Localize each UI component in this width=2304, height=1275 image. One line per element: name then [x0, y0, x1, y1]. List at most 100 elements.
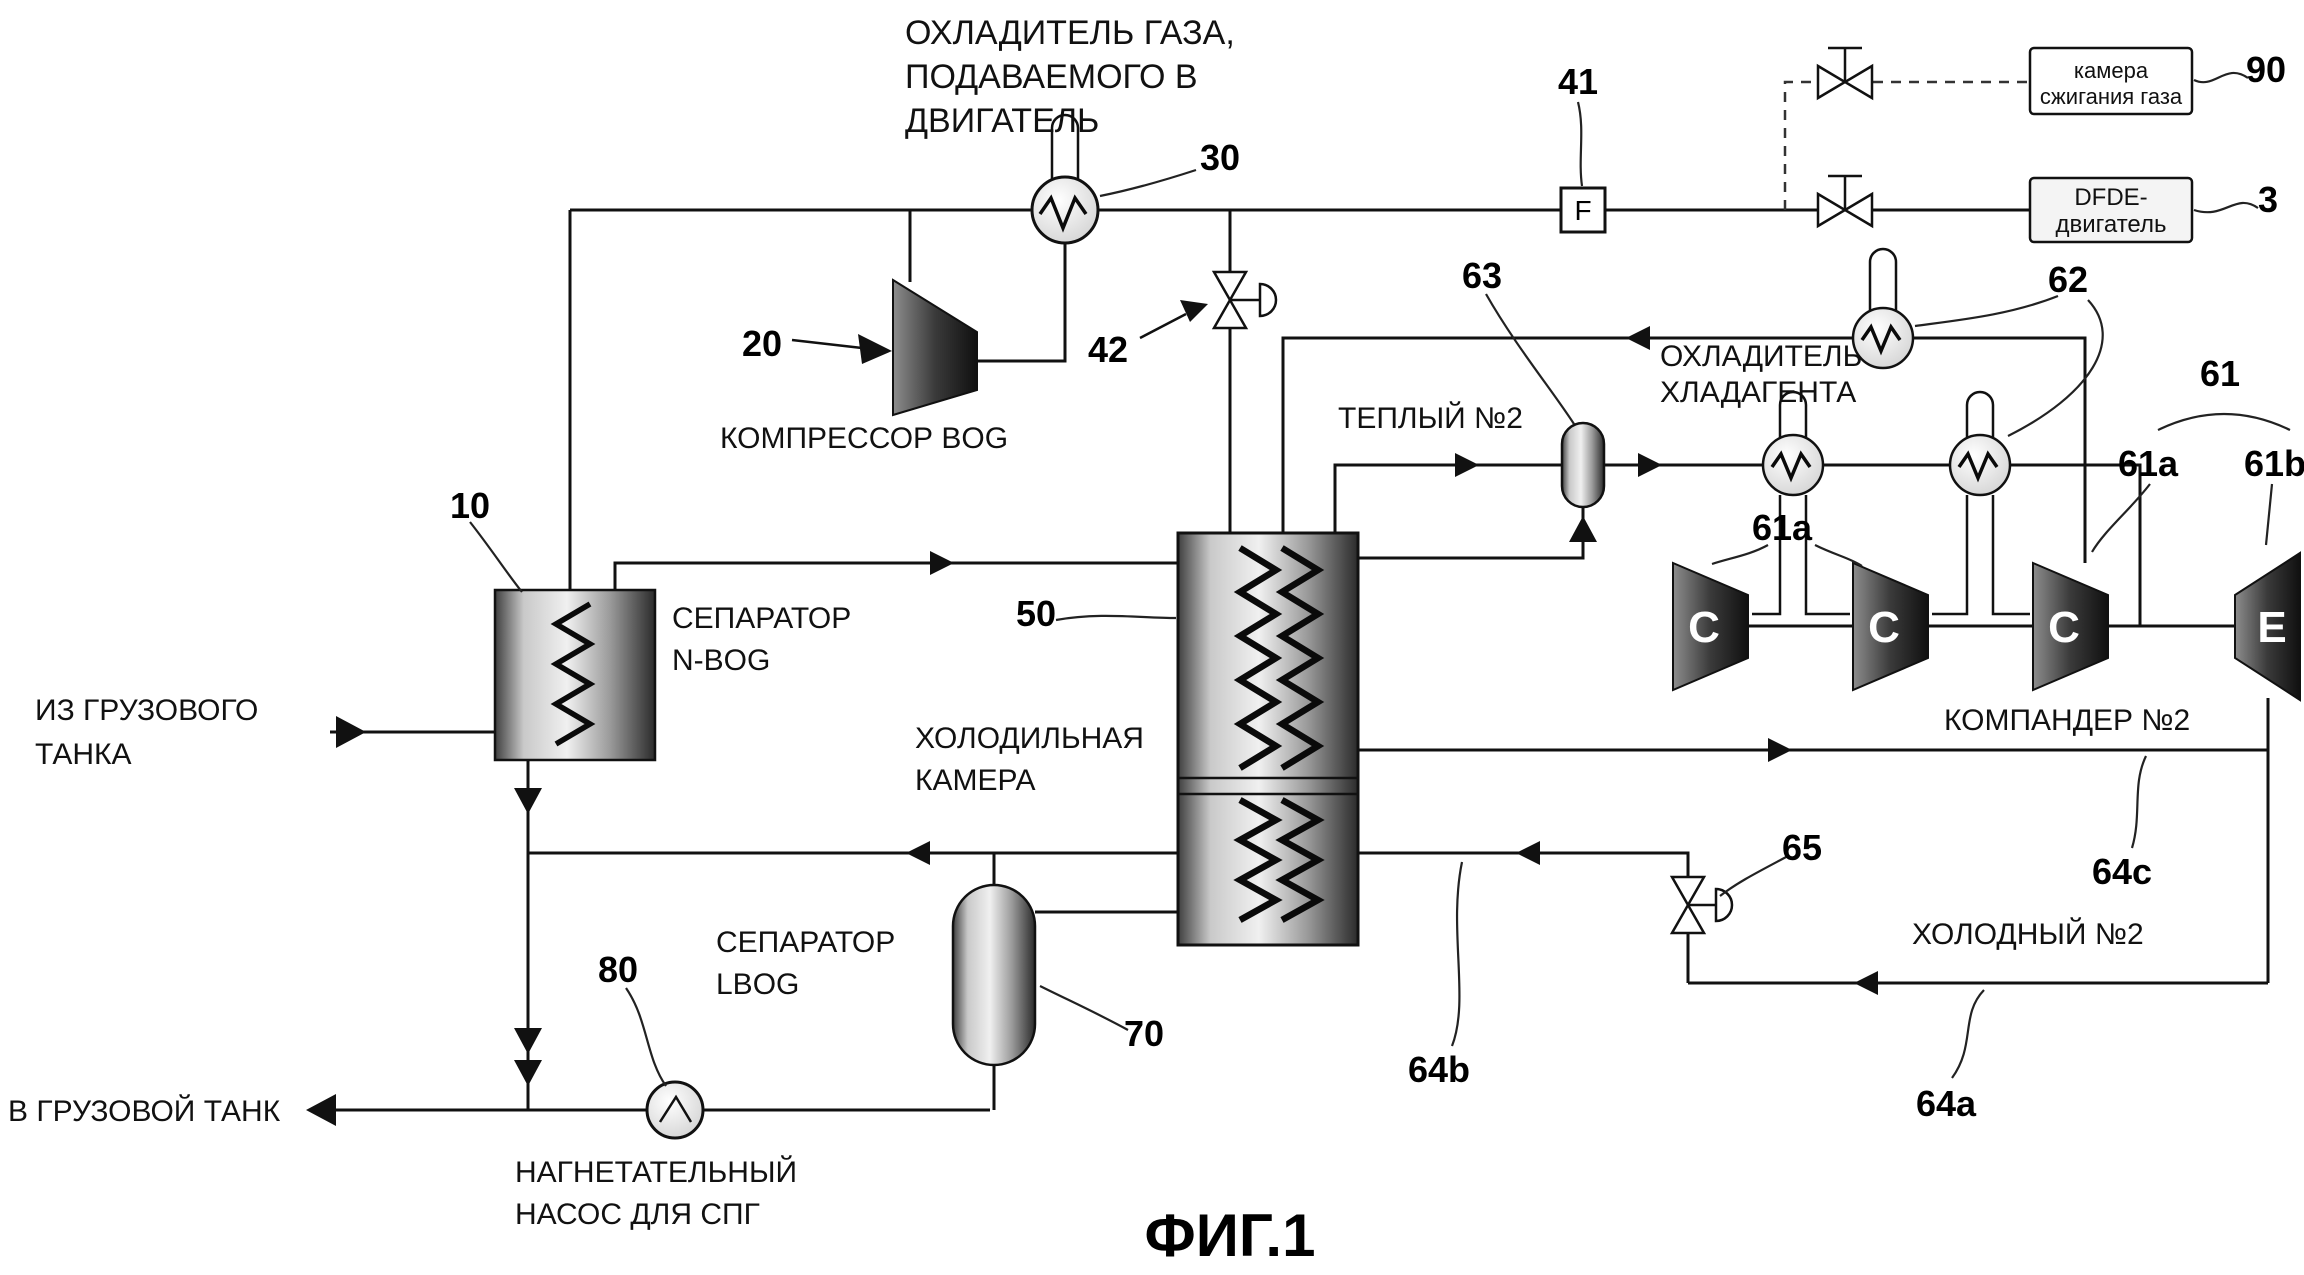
label-gas-cooler-line1: ОХЛАДИТЕЛЬ ГАЗА,: [905, 14, 1235, 52]
leader-42-shaft: [1139, 312, 1187, 340]
leader-50: [1055, 614, 1177, 622]
flow-meter-letter: F: [1574, 195, 1591, 226]
ref-61: 61: [2200, 353, 2240, 394]
valve-main-line: [1816, 174, 1874, 229]
compander-compressor-3: [2032, 561, 2109, 692]
label-lng-pump-line1: НАГНЕТАТЕЛЬНЫЙ: [515, 1155, 797, 1189]
intercooler-a-coil: [1770, 450, 1812, 483]
ref-20: 20: [742, 323, 782, 364]
pipe-gcu-branch-dashed: [1783, 80, 2033, 210]
pipe-warm-no2-line: [1333, 463, 2142, 626]
wheel-letter-e: E: [2257, 603, 2286, 652]
leader-10: [469, 521, 523, 593]
intercooler-a-utube: [1778, 390, 1808, 437]
ref-80: 80: [598, 949, 638, 990]
cold-box-coil-upper-1: [1233, 545, 1283, 771]
valve-gcu-right-wing: [1842, 63, 1874, 101]
label-gas-cooler-line3: ДВИГАТЕЛЬ: [905, 102, 1099, 140]
separator-lbog-vessel: [951, 883, 1037, 1067]
cold-box-coil-upper-2: [1275, 545, 1325, 771]
valve42-bottom-wing: [1211, 297, 1249, 330]
arrow-vessel63-up: [1569, 516, 1597, 542]
leader-64a: [1951, 989, 1985, 1079]
compander-compressor-2: [1852, 561, 1929, 692]
intercooler-b-utube: [1965, 390, 1995, 437]
intercooler-b: [1948, 433, 2012, 497]
leader-62b: [2007, 299, 2104, 437]
leader-65: [1719, 855, 1789, 897]
compander-expander: [2234, 551, 2301, 702]
gas-cooler-30: [1030, 175, 1100, 245]
arrow-refrig-left: [1626, 326, 1650, 350]
valve-gcu-line: [1816, 46, 1874, 101]
arrow-down-3: [514, 1060, 542, 1086]
label-separator-nbog-line1: СЕПАРАТОР: [672, 602, 851, 635]
leader-64c: [2130, 755, 2147, 849]
compander-compressor-1: [1672, 561, 1749, 692]
knockout-vessel-63: [1560, 421, 1606, 509]
control-valve-65: [1669, 875, 1734, 935]
gcu-box-label-line1: камера: [2074, 58, 2149, 83]
label-cold-no2: ХОЛОДНЫЙ №2: [1912, 917, 2144, 951]
leader-63: [1485, 293, 1575, 425]
leader-20-shaft: [791, 338, 863, 350]
arrow-warm-right-1: [1455, 453, 1479, 477]
label-bog-compressor: КОМПРЕССОР BOG: [720, 422, 1008, 455]
intercooler-b-coil: [1957, 450, 1999, 483]
cooler30-utube: [1050, 113, 1080, 180]
leader-3: [2193, 201, 2259, 214]
label-refrigerant-cooler-line1: ОХЛАДИТЕЛЬ: [1660, 340, 1862, 373]
leader-62a: [1914, 294, 2059, 328]
bog-compressor: [892, 278, 978, 417]
separator-nbog-coil: [550, 601, 596, 747]
leader-41: [1576, 101, 1584, 187]
ref-3: 3: [2258, 179, 2278, 220]
valve-gcu-stem: [1828, 46, 1862, 82]
dfde-engine-box: [2028, 176, 2194, 244]
ref-70: 70: [1124, 1013, 1164, 1054]
leader-64b: [1450, 861, 1464, 1047]
wheel-letter-c1: C: [1688, 603, 1720, 652]
leader-61a-right: [2091, 483, 2151, 553]
flow-arrows: [306, 326, 1878, 1126]
leader-20-arrowhead: [858, 334, 892, 364]
valve-main-stem: [1828, 174, 1862, 210]
ref-64b: 64b: [1408, 1049, 1470, 1090]
pipe-compressor-discharge: [977, 243, 1067, 363]
arrow-64b-left: [1516, 841, 1540, 865]
arrow-64c-right: [1768, 738, 1792, 762]
ref-64c: 64c: [2092, 851, 2152, 892]
label-warm-no2: ТЕПЛЫЙ №2: [1338, 401, 1523, 435]
arrow-down-2: [514, 1028, 542, 1054]
leader-42-arrowhead: [1180, 300, 1208, 322]
text-labels: ОХЛАДИТЕЛЬ ГАЗА, ПОДАВАЕМОГО В ДВИГАТЕЛЬ…: [8, 14, 2190, 1269]
ref-50: 50: [1016, 593, 1056, 634]
valve-gcu-left-wing: [1816, 63, 1848, 101]
leader-61a-left-2: [1814, 544, 1863, 567]
valve65-actuator-dome: [1714, 887, 1734, 923]
valve-main-left-wing: [1816, 191, 1848, 229]
label-cold-box-line2: КАМЕРА: [915, 764, 1036, 797]
label-separator-nbog-line2: N-BOG: [672, 644, 770, 677]
lng-pump-80: [645, 1080, 705, 1140]
leader-61a-left-1: [1711, 544, 1769, 566]
bracket-61: [2157, 412, 2291, 431]
dfde-box-label-line1: DFDE-: [2074, 184, 2147, 211]
cold-box-divider: [1178, 776, 1358, 796]
leader-70: [1039, 985, 1129, 1031]
flow-lines: [315, 80, 2270, 1112]
arrow-warm-right-2: [1638, 453, 1662, 477]
ref-63: 63: [1462, 255, 1502, 296]
leader-61b: [2264, 483, 2274, 546]
label-from-cargo-tank-line1: ИЗ ГРУЗОВОГО: [35, 694, 258, 727]
ref-10: 10: [450, 485, 490, 526]
control-valve-42: [1211, 270, 1278, 330]
ref-42: 42: [1088, 329, 1128, 370]
leader-30: [1099, 168, 1197, 198]
gcu-box: [2028, 46, 2194, 116]
label-to-cargo-tank: В ГРУЗОВОЙ ТАНК: [8, 1094, 281, 1128]
ref-64a: 64a: [1916, 1083, 1977, 1124]
flow-meter-box: [1559, 186, 1607, 234]
ref-61b: 61b: [2244, 443, 2304, 484]
